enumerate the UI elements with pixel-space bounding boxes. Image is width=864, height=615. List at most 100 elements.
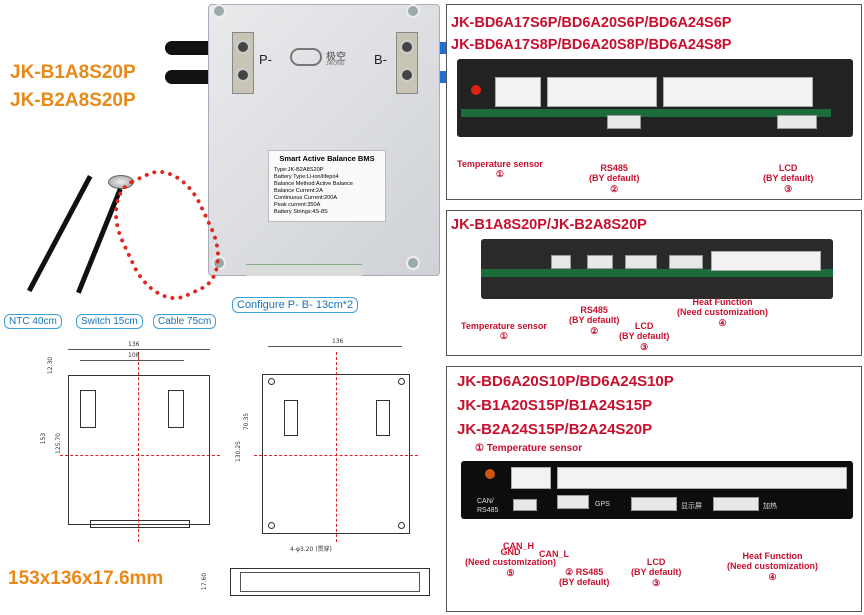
board-text-display: 显示屏	[681, 503, 702, 510]
terminal-label-b: B-	[374, 52, 387, 67]
panel1-model-2: JK-BD6A17S8P/BD6A20S8P/BD6A24S8P	[451, 37, 732, 53]
dim-height-r1: 70.35	[243, 412, 251, 431]
product-label-title: Smart Active Balance BMS	[279, 154, 375, 163]
product-label-line: Balance Current:2A	[274, 188, 323, 194]
panel3-label-can-l: CAN_L	[539, 549, 570, 559]
accessory-tag-switch: Switch 15cm	[76, 314, 143, 329]
dim-width-right: 136	[332, 338, 344, 345]
mount-hole-tl	[212, 4, 226, 18]
panel3-label-can-h: CAN_H	[503, 541, 535, 551]
dim-height-r2: 130.25	[235, 441, 242, 462]
screw-icon	[236, 40, 250, 54]
mount-hole-tr	[406, 4, 420, 18]
center-line	[254, 455, 418, 456]
dim-height-total: 153	[40, 432, 48, 445]
drawing-ports	[90, 520, 190, 528]
product-label-line: Continuous Current:200A	[274, 195, 338, 201]
drawing-terminal	[376, 400, 390, 436]
dim-line	[268, 346, 402, 347]
connector-temp	[495, 77, 541, 107]
connector-rs485	[587, 255, 613, 269]
product-label-line: Balance Method:Active Balance	[274, 181, 353, 187]
panel3-label-heat: Heat Function(Need customization)④	[727, 551, 819, 582]
side-outline	[230, 568, 430, 596]
product-label-line: Peak current:350A	[274, 202, 321, 208]
connector-heat	[713, 497, 759, 511]
pcb-edge	[461, 109, 831, 117]
brand-en: JIKONG	[326, 61, 345, 67]
connector-temp	[551, 255, 571, 269]
panel-10s-20p: JK-BD6A20S10P/BD6A24S10P JK-B1A20S15P/B1…	[446, 366, 862, 612]
model-name-2: JK-B2A8S20P	[10, 90, 136, 111]
connector-temp	[511, 467, 551, 489]
screw-icon	[236, 68, 250, 82]
product-label-line: Battery Strings:4S-8S	[274, 209, 328, 215]
drawing-outline	[68, 375, 210, 525]
panel3-model-3: JK-B2A24S15P/B2A24S20P	[457, 421, 653, 438]
terminal-label-p: P-	[259, 52, 272, 67]
connector-can	[513, 499, 537, 511]
side-inner	[240, 572, 420, 592]
accessory-tag-cable: Cable 75cm	[153, 314, 217, 329]
hole-icon	[268, 378, 275, 385]
hole-icon	[268, 522, 275, 529]
connector-balance	[663, 77, 813, 107]
center-line	[60, 455, 220, 456]
bms-port-strip	[246, 264, 362, 276]
board-text-can: CAN/RS485	[477, 498, 499, 514]
overall-dimensions: 153x136x17.6mm	[8, 568, 164, 589]
brand-cn: 极空	[326, 52, 346, 63]
panel-8s20p: JK-B1A8S20P/JK-B2A8S20P Temperature sens…	[446, 210, 862, 356]
panel3-label-rs485: ② RS485(BY default)	[559, 567, 610, 588]
panel2-model: JK-B1A8S20P/JK-B2A8S20P	[451, 217, 647, 233]
dim-hole: 4-φ3.20 (贯穿)	[290, 546, 332, 553]
dim-thickness: 17.60	[201, 572, 209, 591]
temp-sensor-icon	[471, 85, 481, 95]
dim-width-outer: 136	[128, 341, 140, 348]
mount-hole-bl	[212, 256, 226, 270]
board-text-heat: 加热	[763, 503, 777, 510]
dim-width-inner: 108	[128, 352, 140, 359]
drawing-terminal	[284, 400, 298, 436]
configure-note: Configure P- B- 13cm*2	[232, 297, 359, 313]
product-label-line: Type:JK-B2A8S20P	[274, 167, 324, 173]
panel-6s8p: JK-BD6A17S6P/BD6A20S6P/BD6A24S6P JK-BD6A…	[446, 4, 862, 200]
connector-rs485	[607, 115, 641, 129]
screw-icon	[400, 68, 414, 82]
dim-height-top: 12.30	[47, 356, 55, 375]
hole-icon	[398, 522, 405, 529]
connector-balance	[557, 467, 847, 489]
panel3-label-gnd: GND(Need customization)⑤	[465, 547, 557, 578]
panel3-model-1: JK-BD6A20S10P/BD6A24S10P	[457, 373, 674, 390]
cloud-logo-icon	[290, 48, 322, 66]
connector-balance	[711, 251, 821, 271]
product-label: Smart Active Balance BMS Type:JK-B2A8S20…	[268, 150, 386, 222]
panel1-label-rs485: RS485(BY default)②	[589, 163, 640, 194]
board-text-gps: GPS	[595, 501, 610, 508]
mount-hole-br	[406, 256, 420, 270]
temp-sensor-icon	[485, 469, 495, 479]
connector-rs485	[557, 495, 589, 509]
dim-height-inner: 125.70	[55, 433, 62, 454]
connector-balance	[547, 77, 657, 107]
product-label-line: Battery Type:Li-ion/lifepo4	[274, 174, 339, 180]
connector-lcd	[631, 497, 677, 511]
model-name-1: JK-B1A8S20P	[10, 62, 136, 83]
accessory-tag-ntc: NTC 40cm	[4, 314, 62, 329]
panel3-model-2: JK-B1A20S15P/B1A24S15P	[457, 397, 653, 414]
screw-icon	[400, 40, 414, 54]
center-line	[138, 352, 139, 542]
panel3-temp-label: ① Temperature sensor	[475, 443, 583, 454]
panel3-label-lcd: LCD(BY default)③	[631, 557, 682, 588]
center-line	[336, 352, 337, 542]
connector-heat	[669, 255, 703, 269]
hole-icon	[398, 378, 405, 385]
drawing-terminal	[168, 390, 184, 428]
panel1-label-lcd: LCD(BY default)③	[763, 163, 814, 194]
dim-line	[68, 349, 210, 350]
panel2-label-lcd: LCD(BY default)③	[619, 321, 670, 352]
connector-lcd	[625, 255, 657, 269]
connector-lcd	[777, 115, 817, 129]
